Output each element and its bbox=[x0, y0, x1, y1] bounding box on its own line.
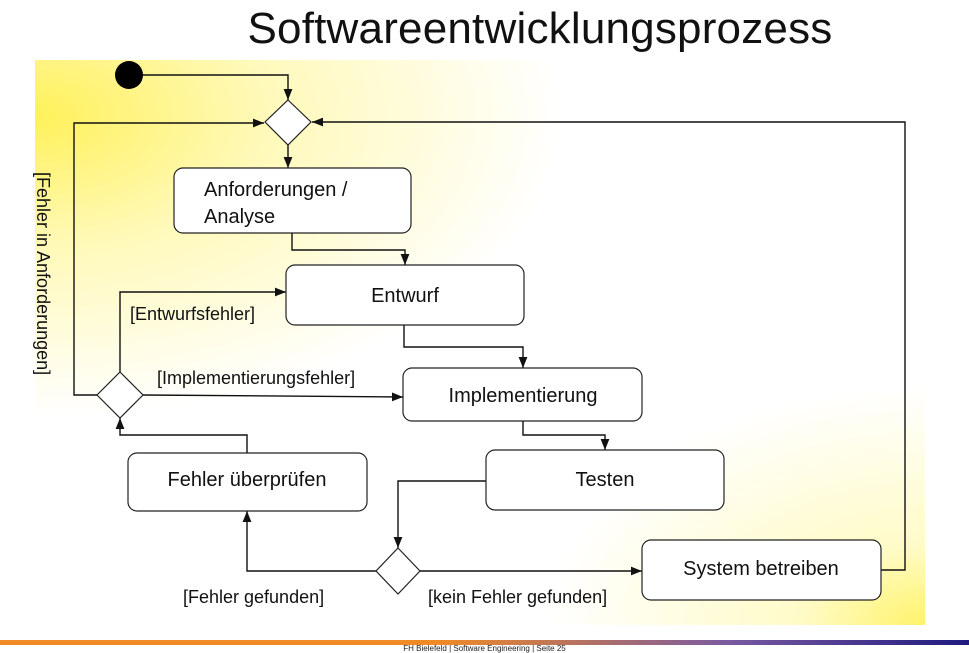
edge-testing-to-decision bbox=[393, 480, 486, 548]
node-check-errors-label: Fehler überprüfen bbox=[168, 469, 327, 491]
edge-error-decision-to-implementation bbox=[142, 392, 404, 402]
node-requirements-line2: Analyse bbox=[204, 206, 275, 228]
edge-error-decision-to-merge bbox=[73, 118, 264, 396]
test-decision-diamond bbox=[375, 547, 421, 595]
edge-decision-to-check-errors bbox=[242, 511, 376, 572]
edge-error-decision-to-design bbox=[119, 287, 286, 372]
page-title: Softwareentwicklungsprozess bbox=[247, 4, 833, 53]
node-requirements: Anforderungen / Analyse bbox=[173, 167, 412, 234]
start-node bbox=[115, 61, 143, 89]
edge-design-to-implementation bbox=[403, 325, 528, 368]
edge-requirements-to-design bbox=[291, 233, 410, 265]
node-check-errors: Fehler überprüfen bbox=[127, 452, 368, 512]
node-design: Entwurf bbox=[285, 264, 525, 326]
background-highlight bbox=[35, 60, 925, 625]
edge-implementation-to-testing bbox=[522, 421, 610, 450]
merge-diamond bbox=[264, 99, 312, 146]
node-testing-label: Testen bbox=[576, 469, 635, 491]
node-implementation-label: Implementierung bbox=[449, 385, 598, 407]
node-design-label: Entwurf bbox=[371, 285, 439, 307]
guard-no-error-found: [kein Fehler gefunden] bbox=[428, 587, 607, 607]
node-requirements-line1: Anforderungen / bbox=[204, 179, 348, 201]
guard-design-error: [Entwurfsfehler] bbox=[130, 304, 255, 324]
node-operate-label: System betreiben bbox=[683, 558, 839, 580]
node-testing: Testen bbox=[485, 449, 725, 511]
edge-start-to-merge bbox=[128, 74, 293, 100]
error-decision-diamond bbox=[96, 371, 144, 419]
guard-implementation-error: [Implementierungsfehler] bbox=[157, 368, 355, 388]
edge-operate-to-merge bbox=[312, 117, 906, 571]
footer-bar bbox=[0, 640, 969, 645]
edge-check-errors-to-error-decision bbox=[115, 418, 248, 453]
guard-error-found: [Fehler gefunden] bbox=[183, 587, 324, 607]
guard-requirements-error: [Fehler in Anforderungen] bbox=[33, 172, 53, 375]
node-operate: System betreiben bbox=[641, 539, 882, 601]
node-implementation: Implementierung bbox=[402, 367, 643, 422]
footer-text: FH Bielefeld | Software Engineering | Se… bbox=[403, 644, 566, 653]
